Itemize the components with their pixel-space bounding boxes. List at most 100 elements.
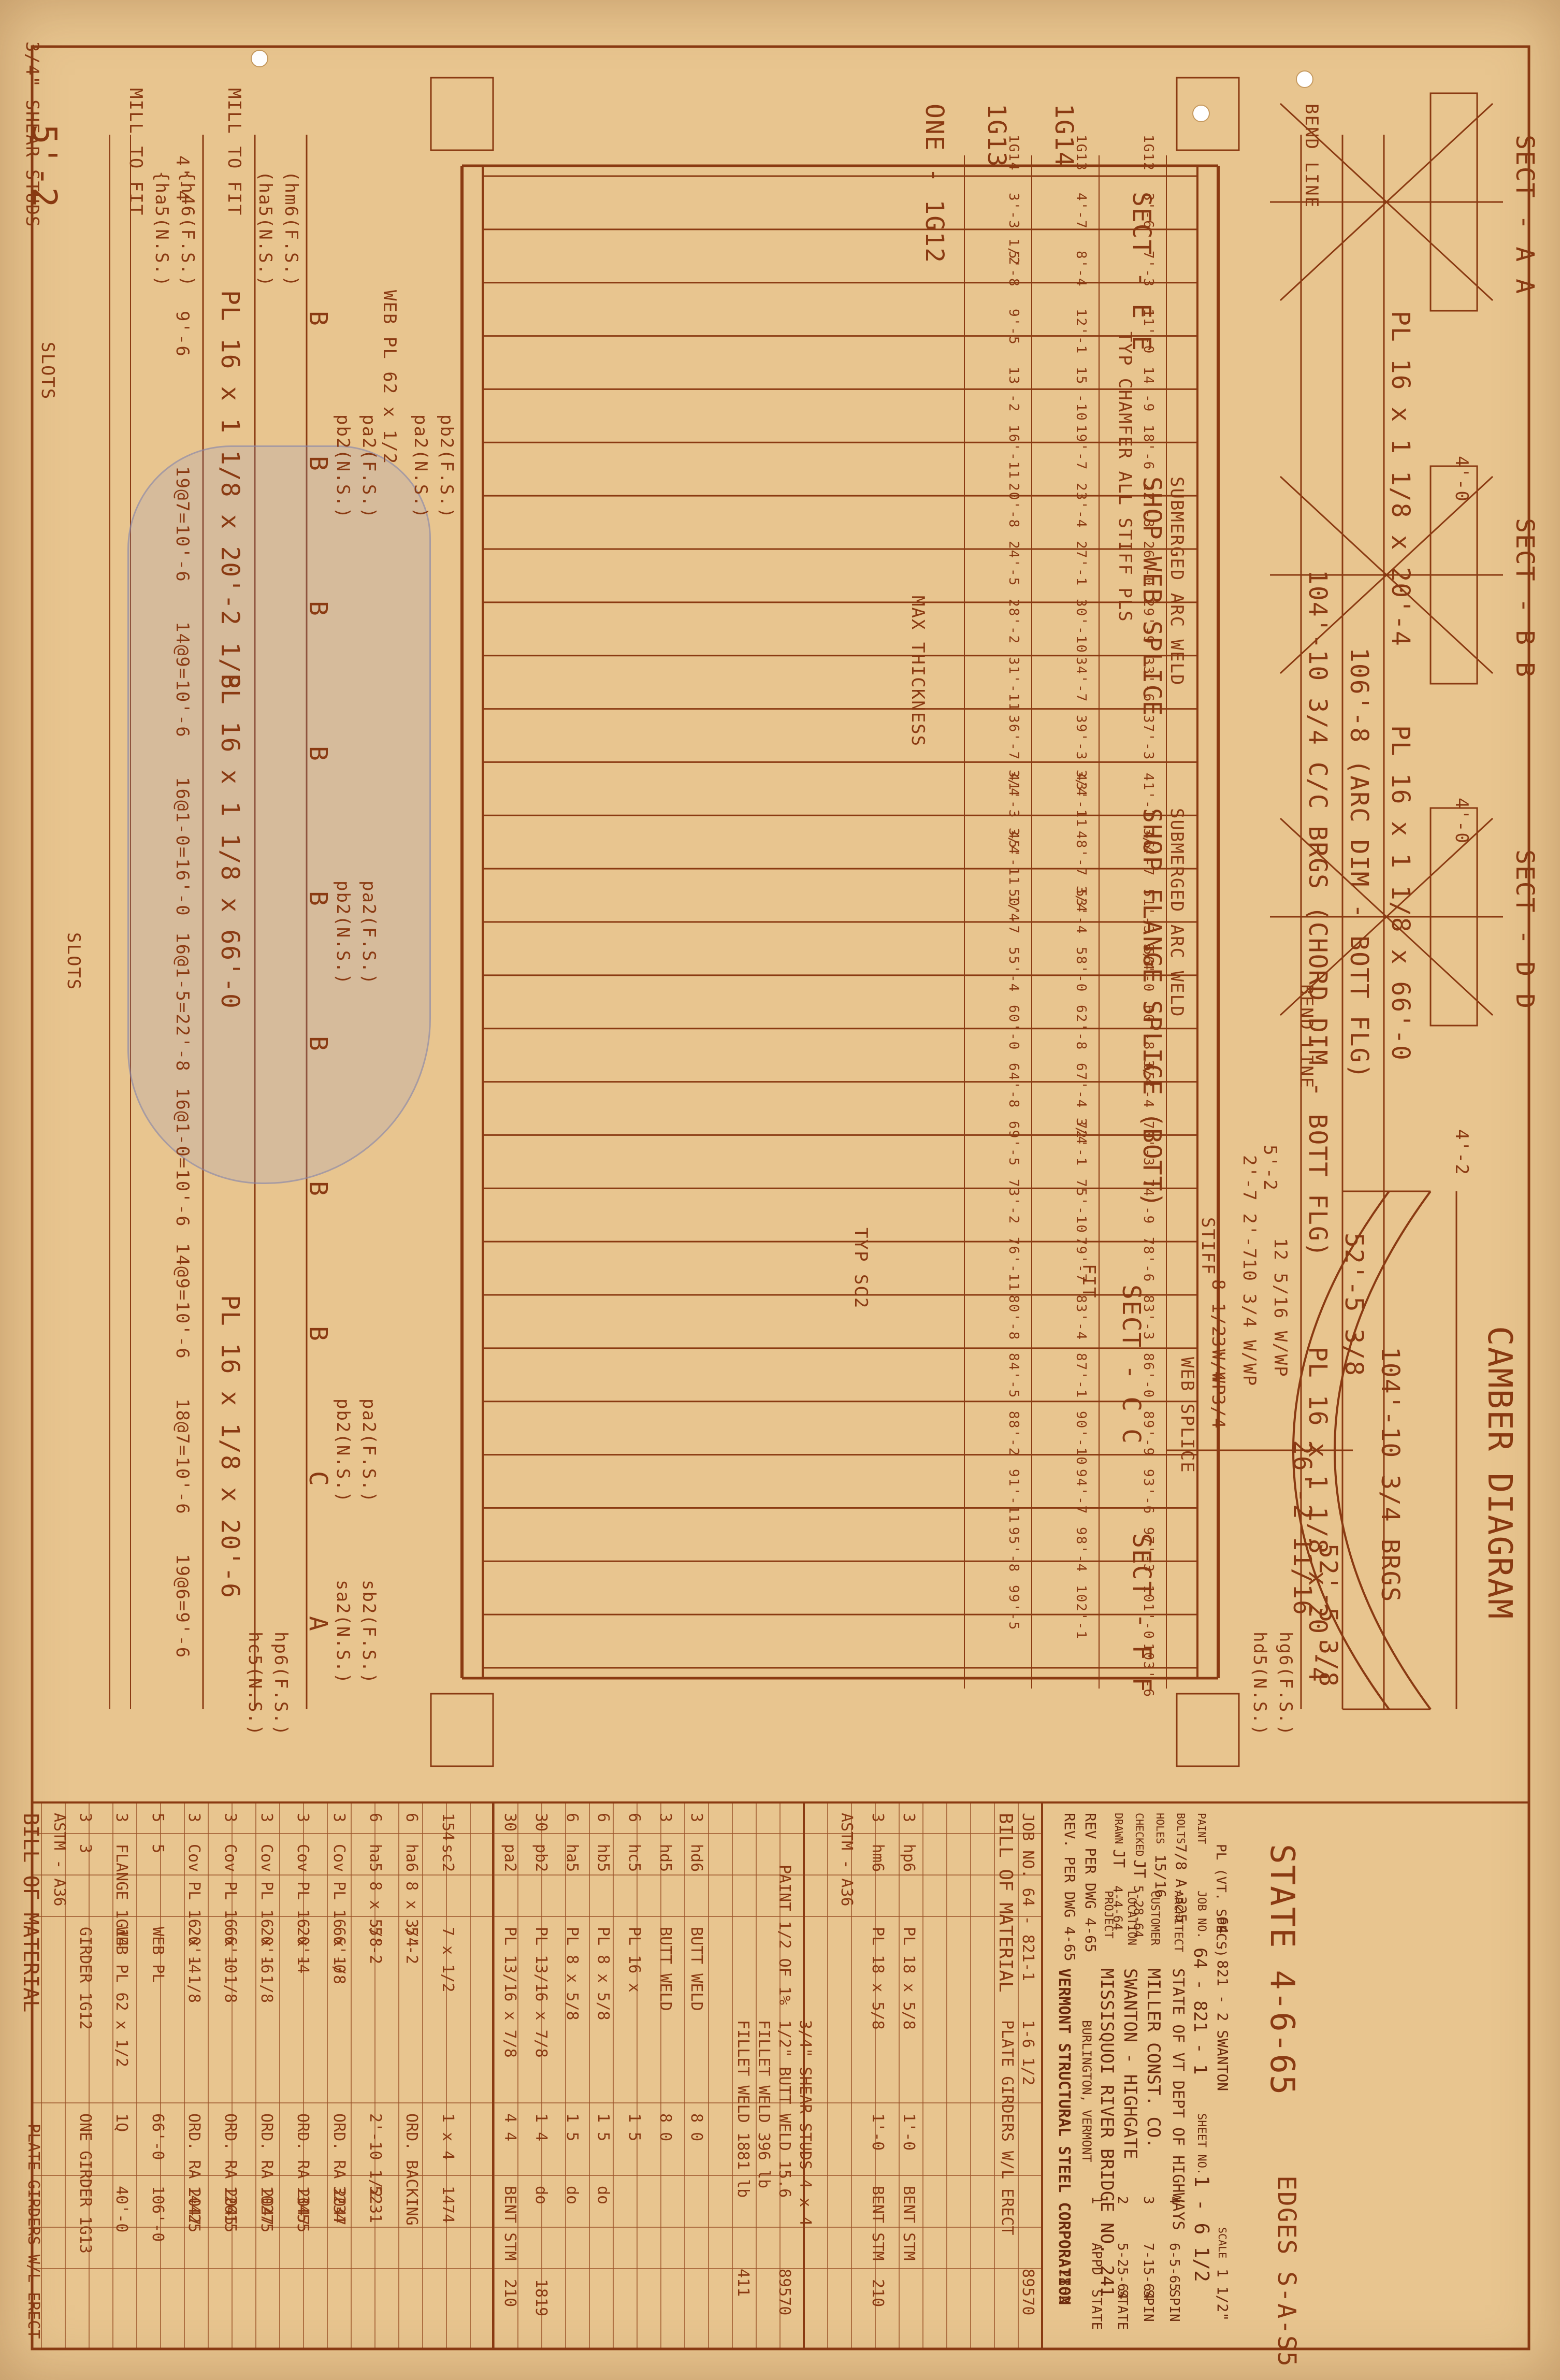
bom-note: PAINT 1/2 OF 1%: [775, 1865, 793, 2005]
bom-note: 3/4" SHEAR STUDS 4 x 4: [796, 2020, 814, 2226]
bom-cell: sc2: [439, 1844, 457, 1872]
bom-cell: 3: [185, 1813, 203, 1823]
bom-cell: 1 x 4: [439, 2113, 457, 2160]
section-label: SECT - E E: [1127, 192, 1156, 352]
bom-cell: 1 5: [625, 2113, 643, 2142]
ordinate-value: 20'-8: [1006, 483, 1021, 529]
weld-mark: hp6(F.S.): [270, 1632, 291, 1737]
bom-cell: 210: [501, 2279, 519, 2307]
ordinate-value: 5'-8: [1006, 251, 1021, 287]
bom-cell: ONE GIRDER 1G13: [76, 2113, 94, 2254]
section-mark: B: [304, 1036, 333, 1052]
camber-splice: WEB SPLICE: [1177, 1357, 1197, 1474]
ordinate-value: 88'-2: [1006, 1411, 1021, 1457]
ordinate-value: 72'-1: [1073, 1121, 1089, 1167]
ordinate-value: 78'-6: [1140, 1237, 1156, 1283]
bom-cell: 5'-2: [366, 1927, 384, 1965]
holes: 15/16: [1152, 1854, 1169, 1898]
plate-label: PL 16 x 1/8 x 20'-6: [215, 1295, 244, 1599]
plate-label: PL 16 x 1 1/8 x 66'-0: [1386, 725, 1415, 1061]
dim-label: 106'-8 (ARC DIM - BOTT FLG): [1345, 647, 1374, 1080]
camber-dim: 26'-2 11/16: [1288, 1440, 1317, 1616]
punch-hole: [1296, 70, 1313, 88]
ordinate-value: 87'-1: [1073, 1353, 1089, 1399]
job-no: 64 - 821 - 1: [1190, 1948, 1210, 2075]
note: TYP SC2: [850, 1228, 871, 1309]
spacing-dim: 18@7=10'-6: [172, 1398, 193, 1515]
bom-cell: 1'-0: [869, 2113, 887, 2151]
bom-cell: 30: [532, 1813, 550, 1832]
bom-cell: Cov PL 16 x 1 1/8: [257, 1844, 276, 2003]
ordinate-value: 12'-1: [1073, 309, 1089, 355]
label: PAINT: [1195, 1813, 1208, 1844]
bom-cell: 154: [439, 1813, 457, 1841]
weld-mark: hg6(F.S.): [1275, 1632, 1296, 1737]
bom-cell: 1 5: [594, 2113, 612, 2142]
ordinate-value: 83'-4: [1073, 1295, 1089, 1341]
bom-cell: do: [532, 2186, 550, 2205]
label: CUSTOMER: [1148, 1891, 1161, 1945]
ordinate-value: 60'-0: [1006, 1005, 1021, 1051]
bom-cell: 66'-0: [330, 1927, 348, 1974]
section-mark: B: [304, 891, 333, 907]
section-dim: 4'-2: [1451, 1129, 1472, 1176]
bom-cell: hc5: [625, 1844, 643, 1872]
section-mark: B: [304, 456, 333, 472]
revision-cell: APPD: [1089, 2243, 1104, 2275]
drawn-by: JT: [1109, 1849, 1128, 1868]
bom-cell: 106'-0: [149, 2186, 167, 2242]
bom-cell: 8 0: [656, 2113, 674, 2142]
bom-spec: ASTM - A36: [837, 1813, 856, 1907]
bom-cell: GIRDER 1G12: [76, 1927, 94, 2030]
weld-mark: hc5(N.S.): [244, 1632, 265, 1737]
section-label: SECT - D D: [1510, 849, 1539, 1009]
location: SWANTON - HIGHGATE: [1120, 1968, 1140, 2159]
section-dim: 4'-0: [1451, 798, 1472, 844]
bom-cell: BUTT WELD: [687, 1927, 705, 2011]
bom-cell: pb2: [532, 1844, 550, 1872]
ordinate-value: 9'-5: [1006, 309, 1021, 345]
stiffener-mark: pa2(F.S.): [358, 881, 379, 986]
section-mark: A: [304, 1616, 333, 1632]
ordinate-value: 1G13: [1073, 135, 1089, 171]
camber-offset: 12 5/16 W/WP: [1270, 1238, 1291, 1378]
rev-note: REV. PER DWG 4-65: [1061, 1813, 1078, 1961]
note: MAX THICKNESS: [907, 596, 928, 747]
dim-label: 104'-10 3/4 C/C BRGS (CHORD DIM - BOTT F…: [1303, 570, 1332, 1258]
bom-cell: 3: [330, 1813, 348, 1823]
spacing-dim: 4'-4: [172, 155, 193, 202]
bom-cell: 5: [149, 1844, 167, 1854]
ordinate-value: 24'-5: [1006, 541, 1021, 587]
section-label: SECT - A A: [1510, 135, 1539, 295]
ordinate-value: 64'-8: [1006, 1063, 1021, 1109]
camber-stiff: STIFF: [1197, 1217, 1218, 1276]
punch-hole: [251, 50, 268, 67]
bom-cell: 13455: [294, 2186, 312, 2233]
bom-cell: 3: [687, 1813, 705, 1823]
bom-cell: 5231: [366, 2186, 384, 2224]
ordinate-value: 73'-2: [1006, 1179, 1021, 1225]
stiffener-mark: pa2(F.S.): [358, 1398, 379, 1504]
bom-cell: 7 x 1/2: [439, 1927, 457, 1993]
girder-mark: ONE - 1G12: [920, 104, 949, 264]
camber-dim: 2'-7 2'-7: [1239, 1155, 1260, 1260]
revision-cell: 1: [1089, 2196, 1104, 2204]
bom-note: 1/2" BUTT WELD 15.6: [775, 2020, 793, 2198]
bom-cell: 1 4: [532, 2113, 550, 2142]
note: MILL TO FIT: [125, 88, 146, 217]
plate-label: PL 16 x 1 1/8 x 20'-4: [1386, 311, 1415, 647]
stiffener-mark: pb2(F.S.): [436, 414, 457, 520]
bom-cell: PL 8 x 5/8: [594, 1927, 612, 2021]
section-dim: 4'-0: [1451, 456, 1472, 502]
stiffener-mark: pb2(N.S.): [333, 414, 353, 520]
customer: MILLER CONST. CO.: [1143, 1968, 1164, 2148]
bom-cell: 10275: [257, 2186, 276, 2233]
ordinate-value: 90'-10: [1073, 1411, 1089, 1466]
bom-cell: PL 18 x 5/8: [869, 1927, 887, 2030]
bom-header: BILL OF MATERIAL: [19, 1813, 42, 2013]
web-label: WEB PL 62 x 1/2: [379, 290, 400, 465]
bom-cell: hm6: [869, 1844, 887, 1872]
bom-cell: 3: [900, 1813, 918, 1823]
ordinate-value: 31'-11: [1006, 657, 1021, 712]
weld-mark: {ha5(N.S.): [151, 171, 172, 287]
